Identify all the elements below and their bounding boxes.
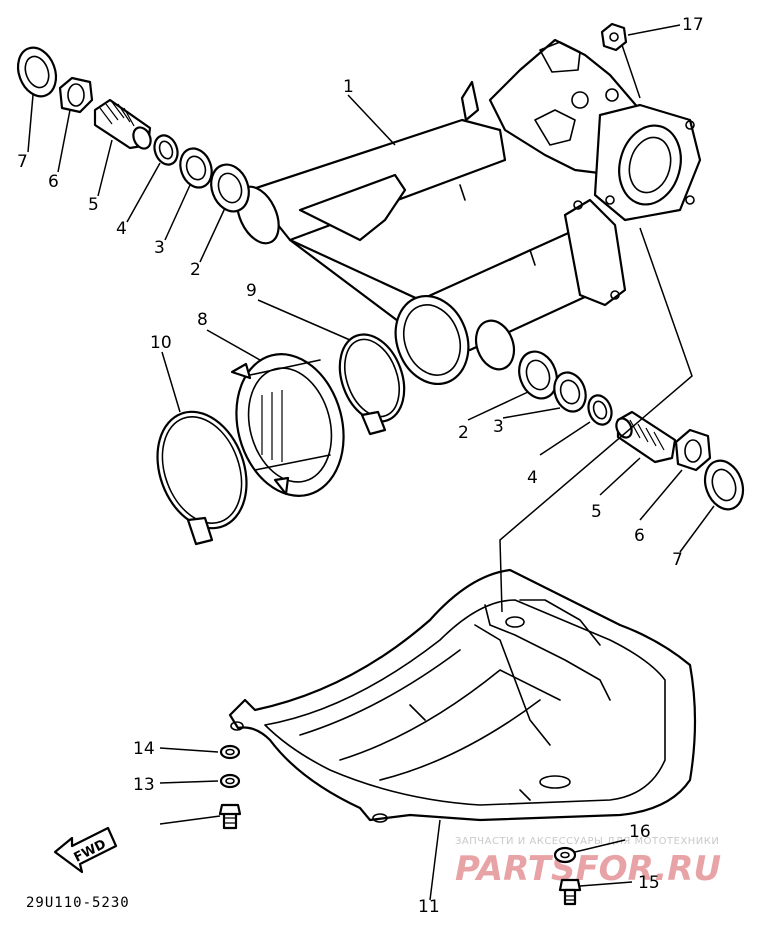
callout-4-right: 4: [527, 468, 538, 488]
callout-4-left: 4: [116, 219, 127, 239]
diagram-part-code: 29U110-5230: [26, 895, 130, 911]
callout-6-left: 6: [48, 172, 59, 192]
callout-13: 13: [133, 775, 155, 795]
part-14-washer: [219, 744, 241, 760]
part-4-collar-right: [587, 394, 613, 426]
watermark-brand: PARTSFOR.RU: [455, 849, 721, 889]
right-pivot-stack: [518, 350, 745, 511]
callout-labels: 1 2 3 4 5 6 7 2 3 4 5 6 7 8 9 10 11 13 1…: [17, 15, 704, 917]
callout-14: 14: [133, 739, 155, 759]
callout-10: 10: [150, 333, 172, 353]
part-5-bolt-right: [615, 410, 677, 464]
left-pivot-stack: [16, 46, 250, 213]
callout-5-right: 5: [591, 502, 602, 522]
callout-9: 9: [246, 281, 257, 301]
part-3-seal-right: [553, 371, 587, 413]
swingarm: [236, 38, 702, 386]
callout-2-right: 2: [458, 423, 469, 443]
part-10-clamp: [156, 410, 248, 546]
part-2-bearing-right: [518, 350, 558, 400]
part-8-boot: [230, 353, 345, 497]
callout-11: 11: [418, 897, 440, 917]
fwd-arrow: FWD: [53, 826, 118, 874]
callout-15: 15: [638, 873, 660, 893]
part-6-nut-right: [674, 428, 712, 472]
part-15-bolt: [558, 878, 582, 906]
callout-7-left: 7: [17, 152, 28, 172]
part-11-guard: [228, 568, 697, 823]
part-4-collar-left: [153, 134, 179, 166]
callout-3-right: 3: [493, 417, 504, 437]
part-17-nut: [600, 22, 628, 52]
callout-1: 1: [343, 77, 354, 97]
callout-17: 17: [682, 15, 704, 35]
part-5-bolt-left: [93, 98, 152, 150]
part-2-bearing-left: [210, 163, 250, 213]
part-bolt-left: [218, 803, 242, 830]
part-9-clamp: [338, 333, 406, 436]
callout-8: 8: [197, 310, 208, 330]
part-16-washer: [553, 846, 577, 864]
part-6-nut-left: [58, 76, 94, 114]
watermark-tagline: ЗАПЧАСТИ И АКСЕССУАРЫ ДЛЯ МОТОТЕХНИКИ: [455, 836, 719, 847]
callout-2-left: 2: [190, 260, 201, 280]
watermark: ЗАПЧАСТИ И АКСЕССУАРЫ ДЛЯ МОТОТЕХНИКИ PA…: [455, 836, 721, 889]
callout-5-left: 5: [88, 195, 99, 215]
part-7-seal-left: [16, 46, 58, 98]
callout-3-left: 3: [154, 238, 165, 258]
part-3-seal-left: [179, 147, 213, 189]
callout-7-right: 7: [672, 550, 683, 570]
part-13-lockwasher: [219, 773, 241, 789]
leader-lines: [27, 24, 715, 901]
callout-6-right: 6: [634, 526, 645, 546]
part-7-seal-right: [703, 459, 745, 511]
callout-16: 16: [629, 822, 651, 842]
